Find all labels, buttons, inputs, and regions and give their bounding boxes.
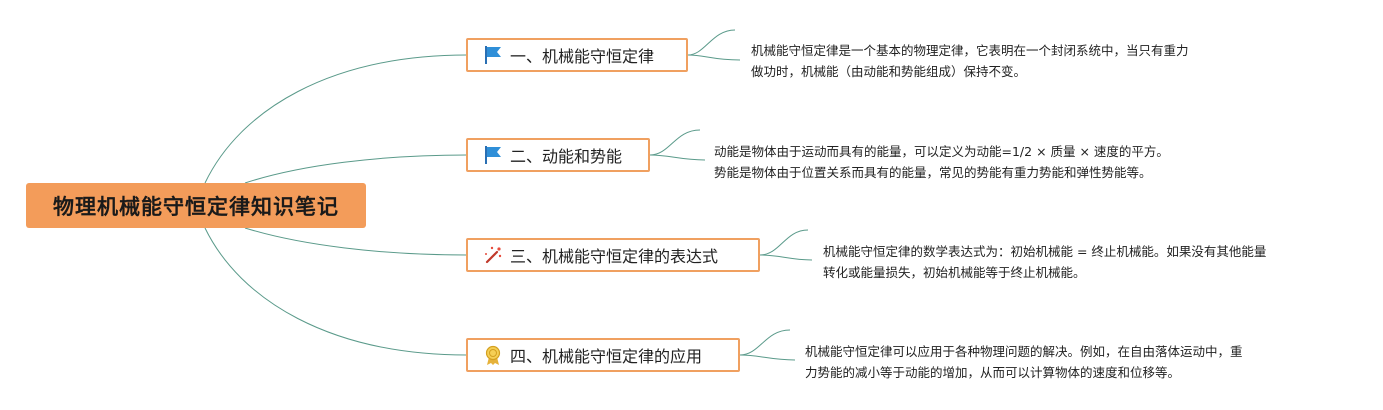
note-kinetic-potential: 动能是物体由于运动而具有的能量，可以定义为动能=1/2 × 质量 × 速度的平方… [714,141,1169,183]
note-line: 力势能的减小等于动能的增加，从而可以计算物体的速度和位移等。 [805,365,1181,380]
note-line: 势能是物体由于位置关系而具有的能量，常见的势能有重力势能和弹性势能等。 [714,165,1152,180]
note-line: 机械能守恒定律可以应用于各种物理问题的解决。例如，在自由落体运动中，重 [805,344,1243,359]
note-line: 做功时，机械能（由动能和势能组成）保持不变。 [751,64,1027,79]
note-application: 机械能守恒定律可以应用于各种物理问题的解决。例如，在自由落体运动中，重 力势能的… [805,341,1243,383]
blue-flag-icon [482,144,504,166]
note-expression: 机械能守恒定律的数学表达式为：初始机械能 = 终止机械能。如果没有其他能量 转化… [823,241,1266,283]
branch-label: 一、机械能守恒定律 [510,47,655,66]
branch-label: 二、动能和势能 [510,147,623,166]
root-topic[interactable]: 物理机械能守恒定律知识笔记 [26,183,366,228]
blue-flag-icon [482,44,504,66]
branch-label: 四、机械能守恒定律的应用 [510,347,703,366]
branch-conservation-law[interactable]: 一、机械能守恒定律 [466,38,688,72]
note-line: 机械能守恒定律是一个基本的物理定律，它表明在一个封闭系统中，当只有重力 [751,43,1189,58]
award-medal-icon [482,344,504,366]
note-line: 转化或能量损失，初始机械能等于终止机械能。 [823,265,1086,280]
branch-kinetic-potential[interactable]: 二、动能和势能 [466,138,650,172]
sparkle-wand-icon [482,244,504,266]
note-line: 动能是物体由于运动而具有的能量，可以定义为动能=1/2 × 质量 × 速度的平方… [714,144,1169,159]
branch-expression[interactable]: 三、机械能守恒定律的表达式 [466,238,760,272]
note-conservation-law: 机械能守恒定律是一个基本的物理定律，它表明在一个封闭系统中，当只有重力 做功时，… [751,40,1189,82]
root-title: 物理机械能守恒定律知识笔记 [53,194,339,219]
branch-application[interactable]: 四、机械能守恒定律的应用 [466,338,740,372]
note-line: 机械能守恒定律的数学表达式为：初始机械能 = 终止机械能。如果没有其他能量 [823,244,1267,259]
branch-label: 三、机械能守恒定律的表达式 [510,247,719,266]
